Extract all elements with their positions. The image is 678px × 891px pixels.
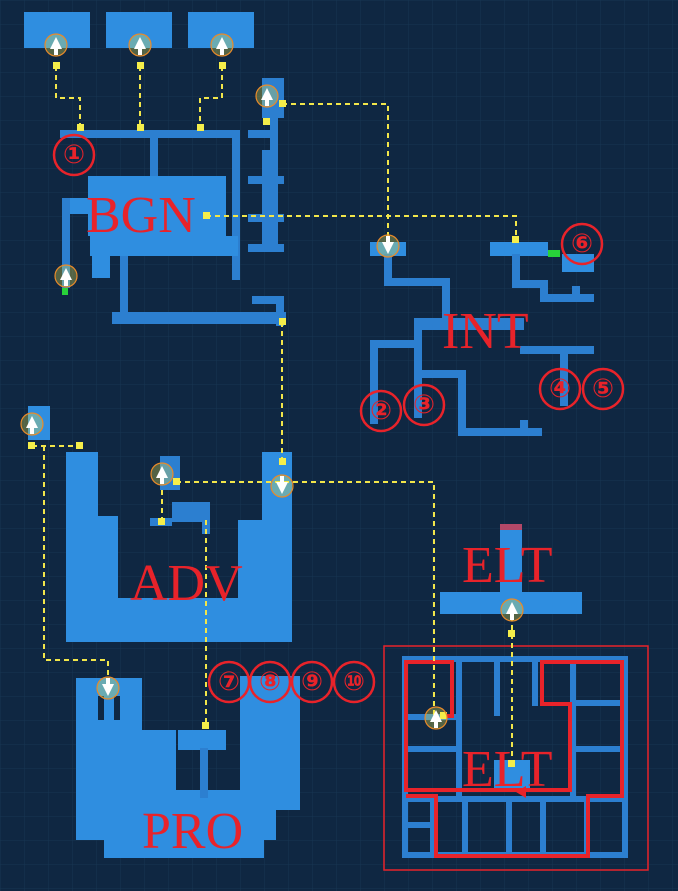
up-arrow-portal-icon[interactable]: [54, 264, 78, 288]
marker-3: ③: [402, 383, 446, 427]
svg-text:⑥: ⑥: [571, 229, 593, 259]
up-arrow-portal-icon[interactable]: [255, 84, 279, 108]
int-area: [370, 242, 594, 436]
elt-top-area: [440, 524, 582, 614]
up-arrow-portal-icon[interactable]: [20, 412, 44, 436]
marker-6: ⑥: [560, 222, 604, 266]
svg-text:②: ②: [370, 396, 392, 426]
zone-label-elt-bottom: ELT: [462, 741, 553, 798]
zone-labels: BGN INT ADV ELT ELT PRO: [86, 187, 553, 860]
zone-label-bgn: BGN: [86, 187, 196, 244]
svg-text:⑩: ⑩: [343, 667, 365, 697]
zone-label-elt-top: ELT: [462, 537, 553, 594]
zone-label-adv: ADV: [130, 555, 243, 612]
elt-highlight-frame: [383, 645, 649, 871]
zone-label-pro: PRO: [142, 803, 243, 860]
bgn-green-door: [62, 288, 68, 295]
marker-2: ②: [359, 389, 403, 433]
up-arrow-portal-icon[interactable]: [150, 462, 174, 486]
svg-text:③: ③: [413, 390, 435, 420]
elt-bottom-area: [383, 645, 649, 871]
marker-5: ⑤: [581, 367, 625, 411]
up-arrow-portal-icon[interactable]: [210, 33, 234, 57]
up-arrow-portal-icon[interactable]: [500, 598, 524, 622]
svg-text:⑨: ⑨: [301, 667, 323, 697]
down-arrow-portal-icon[interactable]: [96, 676, 120, 700]
up-arrow-portal-icon[interactable]: [44, 33, 68, 57]
up-arrow-portal-icon[interactable]: [128, 33, 152, 57]
numbered-markers: ① ② ③ ④ ⑤ ⑥ ⑦ ⑧: [52, 133, 625, 704]
bgn-area: [60, 78, 286, 326]
path-nodes: [28, 62, 519, 767]
svg-text:①: ①: [63, 140, 85, 170]
route-arrow-icon: [516, 786, 526, 798]
marker-1: ①: [52, 133, 96, 177]
connection-paths: [32, 66, 517, 766]
elt-red-door: [500, 524, 522, 530]
marker-10: ⑩: [332, 660, 376, 704]
marker-8: ⑧: [248, 660, 292, 704]
pro-area: [76, 676, 300, 858]
zone-label-int: INT: [442, 303, 529, 360]
marker-9: ⑨: [290, 660, 334, 704]
svg-text:⑧: ⑧: [259, 667, 281, 697]
svg-text:④: ④: [549, 374, 571, 404]
int-green-door: [548, 250, 560, 257]
portals[interactable]: [20, 33, 524, 730]
down-arrow-portal-icon[interactable]: [376, 234, 400, 258]
svg-text:⑤: ⑤: [592, 374, 614, 404]
up-arrow-portal-icon[interactable]: [424, 706, 448, 730]
svg-text:⑦: ⑦: [218, 667, 240, 697]
elt-route-line: [404, 660, 624, 858]
marker-4: ④: [538, 367, 582, 411]
down-arrow-portal-icon[interactable]: [270, 474, 294, 498]
